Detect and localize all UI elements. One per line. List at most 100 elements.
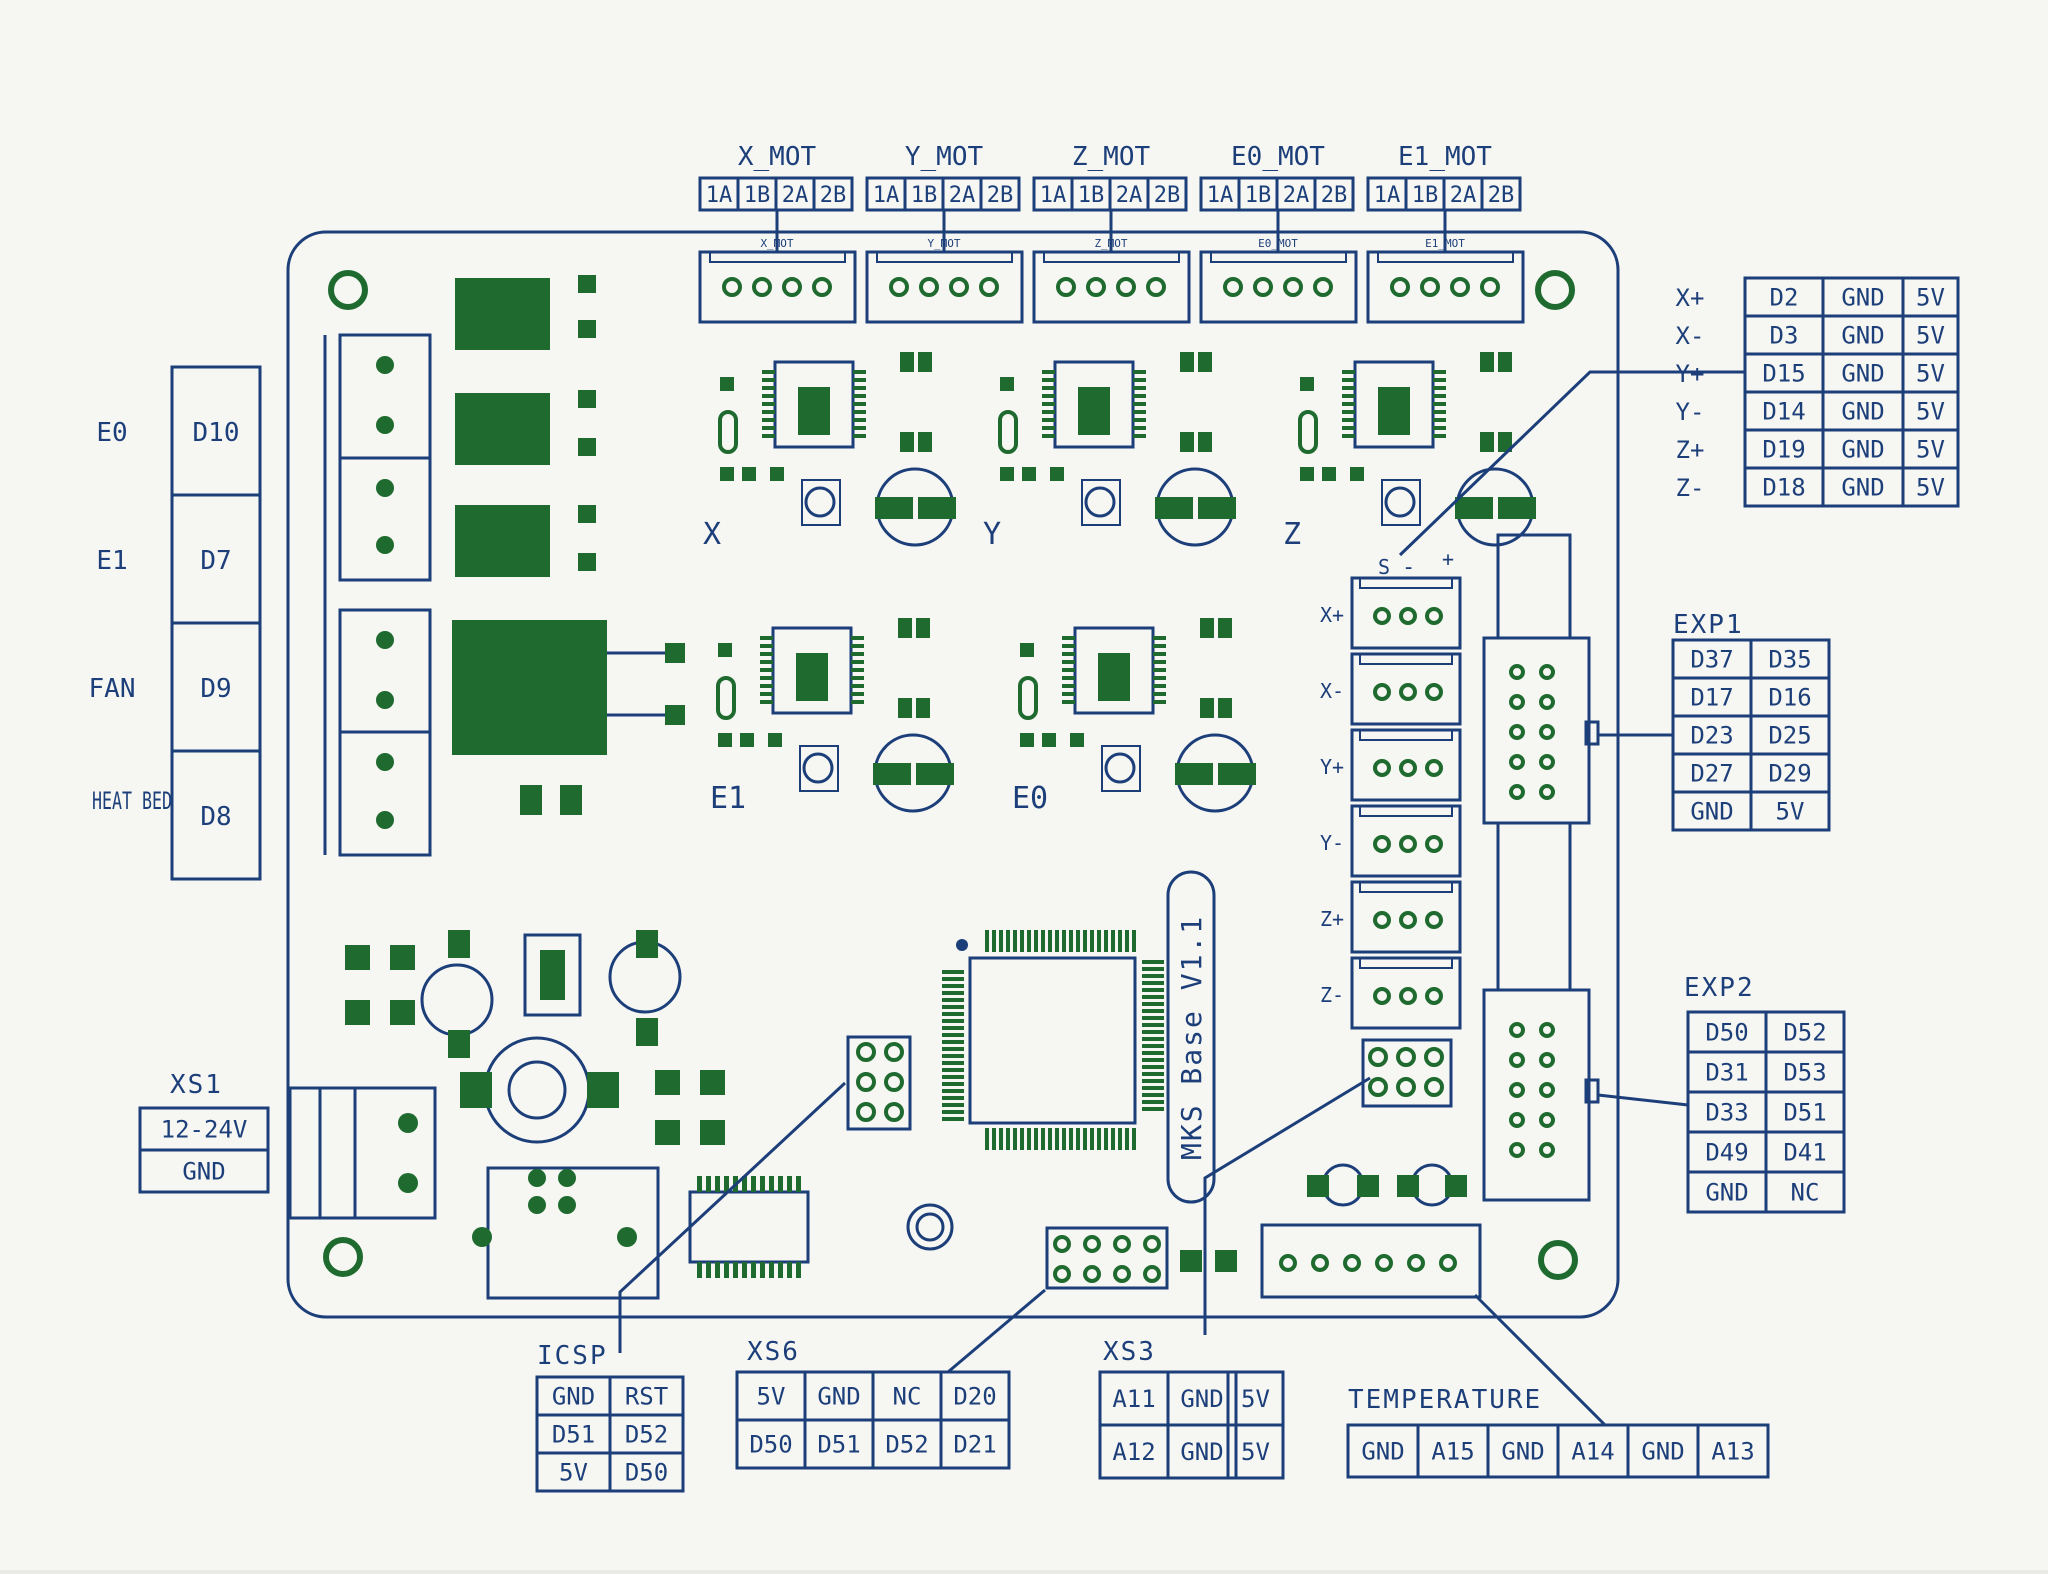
motor-pin: [1283, 277, 1303, 297]
driver-pin: [762, 402, 775, 406]
exp1-cell-0-0: D37: [1690, 646, 1733, 674]
driver-cap-small: [770, 467, 784, 481]
endstop-pin: [1425, 683, 1443, 701]
endstop-connector-lip: [1359, 957, 1453, 969]
mosfet-tab: [578, 275, 596, 293]
motor-pin: [1450, 277, 1470, 297]
mcu-pin: [1142, 981, 1164, 985]
mcu-pin: [1142, 1086, 1164, 1090]
motor-pin-x_mot-2b: 2B: [820, 183, 847, 208]
xs3-cell-1-0: A12: [1112, 1438, 1155, 1466]
driver-pin: [760, 644, 773, 648]
driver-pin: [853, 418, 866, 422]
usb-pad: [472, 1227, 492, 1247]
mcu-pin: [942, 1089, 964, 1093]
motor-pin: [889, 277, 909, 297]
pad: [636, 930, 658, 958]
endstop-signal-label: S: [1378, 555, 1390, 579]
exp1-cell-4-0: GND: [1690, 798, 1733, 826]
driver-pin: [1433, 418, 1446, 422]
driver-pin: [853, 410, 866, 414]
endstop-table-5v-3: 5V: [1916, 398, 1945, 426]
mcu-pin: [1041, 1128, 1045, 1150]
mcu-pin: [1142, 1051, 1164, 1055]
xs3-pin: [1396, 1047, 1416, 1067]
motor-pin: [1253, 277, 1273, 297]
mcu-pin: [1142, 1107, 1164, 1111]
driver-pin: [851, 636, 864, 640]
temperature-cell-3: A14: [1571, 1438, 1614, 1466]
driver-cap-small: [1350, 467, 1364, 481]
temperature-pin: [1311, 1254, 1329, 1272]
mcu-pin: [1062, 930, 1066, 952]
pad: [1180, 1250, 1202, 1272]
driver-pin: [1062, 644, 1075, 648]
driver-cap-small: [740, 733, 754, 747]
pad: [520, 785, 542, 815]
exp1-cell-4-1-cell: [1749, 790, 1831, 832]
mcu-pin: [1132, 930, 1136, 952]
icsp-pin: [884, 1102, 904, 1122]
mcu-pin: [1142, 1016, 1164, 1020]
exp1-pin: [1539, 694, 1555, 710]
mosfet-tab: [578, 505, 596, 523]
xs6-cell-0-1: GND: [817, 1383, 860, 1411]
driver-pin: [760, 660, 773, 664]
endstop-connector-lip: [1359, 653, 1453, 665]
driver-chip-pad: [1098, 653, 1130, 701]
driver-chip-pad: [796, 653, 828, 701]
driver-pin: [760, 668, 773, 672]
motor-pin: [1313, 277, 1333, 297]
driver-pin: [853, 378, 866, 382]
motor-pin: [782, 277, 802, 297]
driver-pot-frame: [801, 479, 841, 526]
endstop-table-gnd-1: GND: [1841, 322, 1884, 350]
terminal-pad: [376, 356, 394, 374]
mcu-pin: [1111, 930, 1115, 952]
temperature-pins: [1279, 1254, 1457, 1272]
driver-pin: [760, 652, 773, 656]
mcu-pin: [1111, 1128, 1115, 1150]
driver-cap-pad: [1498, 497, 1536, 519]
mcu-pin: [1125, 1128, 1129, 1150]
xs3-cell-1-2: 5V: [1241, 1438, 1270, 1466]
driver-pin: [851, 644, 864, 648]
icsp-cell-2-1: D50: [625, 1459, 668, 1487]
pad: [448, 930, 470, 958]
icsp-cell-1-1: D52: [625, 1421, 668, 1449]
driver-cap-small: [768, 733, 782, 747]
driver-pin: [1433, 402, 1446, 406]
exp2-cell-0-0: D50: [1705, 1019, 1748, 1047]
icsp-cell-1-0: D51: [552, 1421, 595, 1449]
exp2-pin: [1539, 1022, 1555, 1038]
exp1-pin: [1509, 724, 1525, 740]
chip-pin: [787, 1176, 792, 1192]
leader-lines: [618, 370, 1745, 1427]
exp1-pin: [1539, 754, 1555, 770]
pad: [448, 1030, 470, 1058]
usb-pad: [528, 1196, 546, 1214]
mcu-pin: [1027, 930, 1031, 952]
driver-res-pad: [916, 698, 930, 718]
misc-pads: [345, 785, 1467, 1272]
chip-pin: [742, 1176, 747, 1192]
mosfet: [455, 278, 550, 350]
mcu-pin: [985, 1128, 989, 1150]
exp1-cell-2-1: D25: [1768, 722, 1811, 750]
power-output-pin-cell: [170, 749, 262, 881]
motor-pin-e1_mot-2b: 2B: [1488, 183, 1515, 208]
driver-res-pad: [1180, 352, 1194, 372]
pad: [1445, 1175, 1467, 1197]
exp1-cell-4-1: 5V: [1776, 798, 1805, 826]
driver-pot-frame: [799, 745, 839, 792]
driver-pin: [851, 660, 864, 664]
endstop-silk-3: Y-: [1320, 831, 1344, 855]
motor-pin: [1480, 277, 1500, 297]
driver-res-pad: [900, 352, 914, 372]
chip-pin: [769, 1262, 774, 1278]
driver-res-pad: [916, 618, 930, 638]
driver-cap-small: [1022, 467, 1036, 481]
driver-pin: [1433, 386, 1446, 390]
motor-pin: [752, 277, 772, 297]
